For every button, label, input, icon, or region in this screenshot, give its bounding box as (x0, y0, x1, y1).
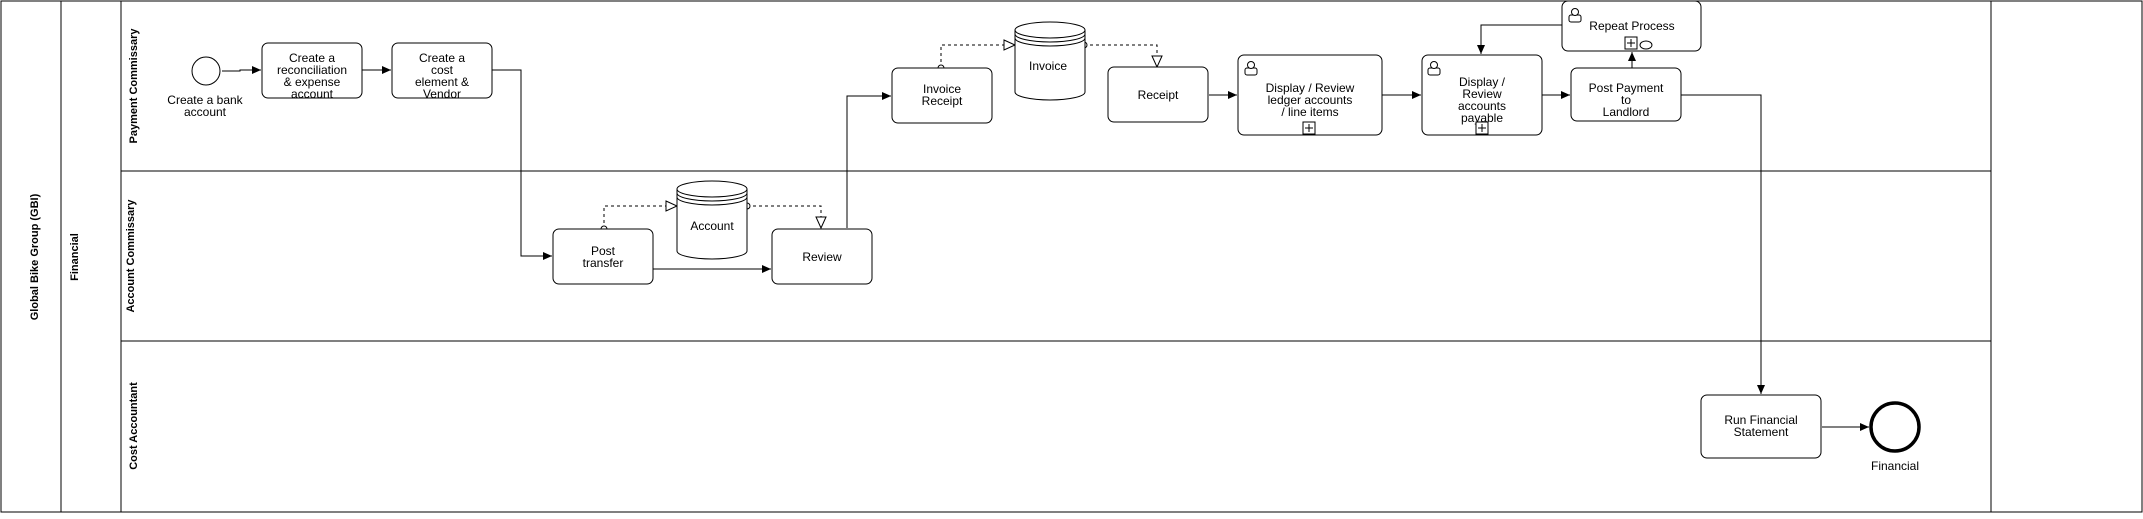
task-post-payment[interactable]: Post Payment to Landlord (1570, 67, 1682, 122)
user-icon (1244, 61, 1258, 76)
lane-label-cost: Cost Accountant (128, 382, 140, 470)
loop-marker-icon (1639, 40, 1653, 50)
task-repeat[interactable]: Repeat Process (1561, 0, 1702, 52)
task-label-line: Receipt (922, 94, 963, 108)
start-event[interactable] (191, 56, 221, 86)
flow-repeat-to-payable (1477, 24, 1562, 54)
task-ledger[interactable]: Display / Review ledger accounts / line … (1237, 54, 1383, 136)
subprocess-plus-icon[interactable] (1475, 121, 1489, 135)
subprocess-plus-icon[interactable] (1624, 36, 1638, 50)
data-store-invoice[interactable]: Invoice (1014, 21, 1086, 101)
task-label-line: Create a (289, 51, 335, 65)
start-event-label-line-1: Create a bank (167, 93, 243, 107)
user-icon (1427, 61, 1441, 76)
task-label-line: Post (591, 244, 616, 258)
data-store-account[interactable]: Account (676, 180, 748, 260)
data-store-label: Invoice (1029, 59, 1067, 73)
task-label-line: reconciliation (277, 63, 347, 77)
task-label-line: Landlord (1603, 105, 1650, 119)
end-event[interactable] (1869, 401, 1921, 453)
assoc-account-to-review (743, 202, 827, 230)
task-label-line: Receipt (1138, 88, 1179, 102)
task-label-line: Repeat Process (1589, 19, 1674, 33)
task-label-line: & expense (284, 75, 341, 89)
task-label-line: transfer (583, 256, 624, 270)
task-label-line: Review (1462, 87, 1502, 101)
task-label-line: Display / (1459, 75, 1506, 89)
flow-cost-element-to-post-transfer (492, 69, 552, 260)
end-event-label: Financial (1871, 459, 1919, 473)
task-label-line: Create a (419, 51, 465, 65)
assoc-invoice-to-receipt (1080, 41, 1163, 69)
assoc-invoice-receipt-to-invoice (937, 39, 1017, 72)
task-label-line: element & (415, 75, 469, 89)
task-label-line: to (1621, 93, 1631, 107)
assoc-post-transfer-to-account (600, 200, 679, 233)
task-label-line: cost (431, 63, 454, 77)
flow-review-to-invoice-receipt (846, 92, 891, 228)
lane-label-account: Account Commissary (125, 199, 137, 313)
flow-start-to-reconcile (222, 66, 261, 74)
task-review[interactable]: Review (771, 228, 873, 285)
task-label-line: / line items (1281, 105, 1338, 119)
flow-post-payment-to-statement (1681, 94, 1765, 394)
pool-name: Global Bike Group (GBI) (29, 193, 41, 320)
task-label-line: ledger accounts (1268, 93, 1353, 107)
task-label-line: accounts (1458, 99, 1506, 113)
task-label-line: Run Financial (1724, 413, 1797, 427)
task-label-line: Post Payment (1589, 81, 1664, 95)
start-event-label-line-2: account (184, 105, 227, 119)
task-receipt[interactable]: Receipt (1107, 66, 1209, 123)
task-label-line: Display / Review (1266, 81, 1355, 95)
task-label-line: Review (802, 250, 842, 264)
task-label-line: Statement (1734, 425, 1789, 439)
task-label-line: payable (1461, 111, 1503, 125)
task-reconcile[interactable]: Create a reconciliation & expense accoun… (261, 42, 363, 101)
task-label-line: Vendor (423, 87, 461, 101)
task-statement[interactable]: Run Financial Statement (1700, 394, 1822, 459)
task-label-line: account (291, 87, 334, 101)
subprocess-plus-icon[interactable] (1302, 121, 1316, 135)
data-associations (600, 39, 1163, 233)
group-name: Financial (69, 233, 81, 281)
user-icon (1568, 8, 1582, 23)
task-label-line: Invoice (923, 82, 961, 96)
lane-label-payment: Payment Commissary (128, 28, 140, 144)
task-payable[interactable]: Display / Review accounts payable (1421, 54, 1543, 136)
task-cost-element[interactable]: Create a cost element & Vendor (391, 42, 493, 101)
task-invoice-receipt[interactable]: Invoice Receipt (891, 67, 993, 124)
task-post-transfer[interactable]: Post transfer (552, 228, 654, 285)
data-store-label: Account (690, 219, 734, 233)
